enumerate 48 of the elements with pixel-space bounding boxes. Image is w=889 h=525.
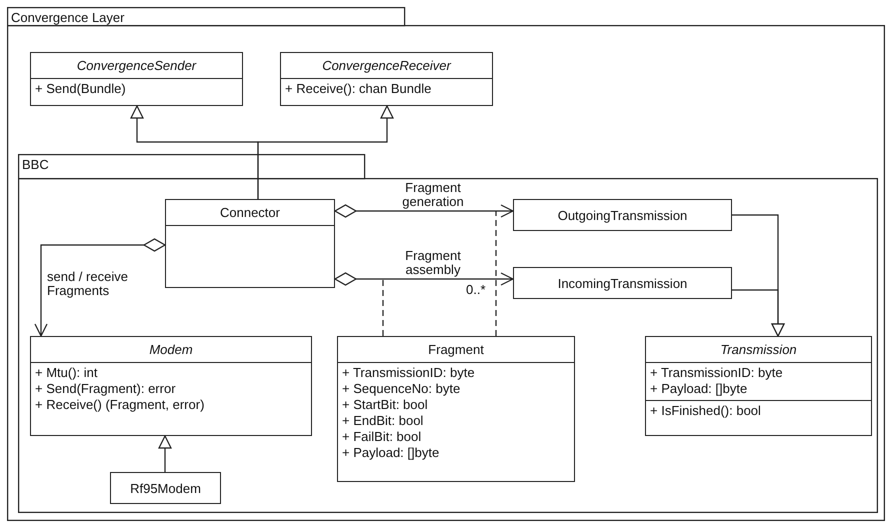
class-name: IncomingTransmission	[558, 276, 688, 290]
member-text: + Receive() (Fragment, error)	[34, 397, 206, 413]
member-text: + IsFinished(): bool	[649, 403, 762, 419]
class-box	[30, 52, 243, 106]
inheritance-arrow	[257, 105, 394, 199]
package-frame	[18, 154, 878, 513]
class-box	[337, 336, 575, 482]
edge-label: Fragment generation	[401, 181, 465, 209]
association-class-line	[382, 279, 384, 336]
class-name: Modem	[149, 342, 193, 357]
member-text: + Payload: []byte	[649, 381, 748, 397]
member-text: + SequenceNo: byte	[341, 381, 462, 397]
class-name: Rf95Modem	[130, 480, 201, 496]
member-text: + Mtu(): int	[34, 365, 98, 381]
member-text: + Send(Bundle)	[34, 81, 127, 97]
package-name: BBC	[22, 157, 49, 172]
class-box	[165, 199, 335, 288]
member-text: + Payload: []byte	[341, 445, 440, 461]
package-frame	[7, 7, 885, 521]
association-class-line	[495, 211, 497, 336]
aggregation-arrow	[334, 204, 514, 218]
member-text: + Receive(): chan Bundle	[284, 81, 432, 97]
package-name: Convergence Layer	[11, 10, 124, 25]
edge-label: send / receive Fragments	[47, 270, 129, 298]
class-box	[513, 199, 732, 231]
aggregation-arrow	[334, 272, 514, 286]
class-box	[645, 336, 872, 436]
member-text: + TransmissionID: byte	[341, 365, 476, 381]
class-name: ConvergenceReceiver	[322, 58, 451, 73]
class-name: OutgoingTransmission	[558, 208, 688, 222]
class-box	[110, 472, 221, 504]
edge-label: Fragment assembly	[404, 249, 462, 277]
member-text: + EndBit: bool	[341, 413, 424, 429]
aggregation-arrow	[34, 238, 166, 337]
member-text: + Send(Fragment): error	[34, 381, 177, 397]
class-name: Fragment	[428, 342, 484, 357]
class-box	[280, 52, 493, 106]
class-name: ConvergenceSender	[76, 58, 196, 73]
multiplicity-label: 0..*	[466, 282, 486, 297]
class-name: Connector	[220, 205, 280, 220]
member-text: + StartBit: bool	[341, 397, 429, 413]
class-name: Transmission	[720, 342, 797, 357]
inheritance-arrow	[158, 435, 172, 472]
class-box	[30, 336, 312, 436]
inheritance-arrow	[732, 289, 785, 337]
class-box	[513, 267, 732, 299]
member-text: + TransmissionID: byte	[649, 365, 784, 381]
member-text: + FailBit: bool	[341, 429, 422, 445]
